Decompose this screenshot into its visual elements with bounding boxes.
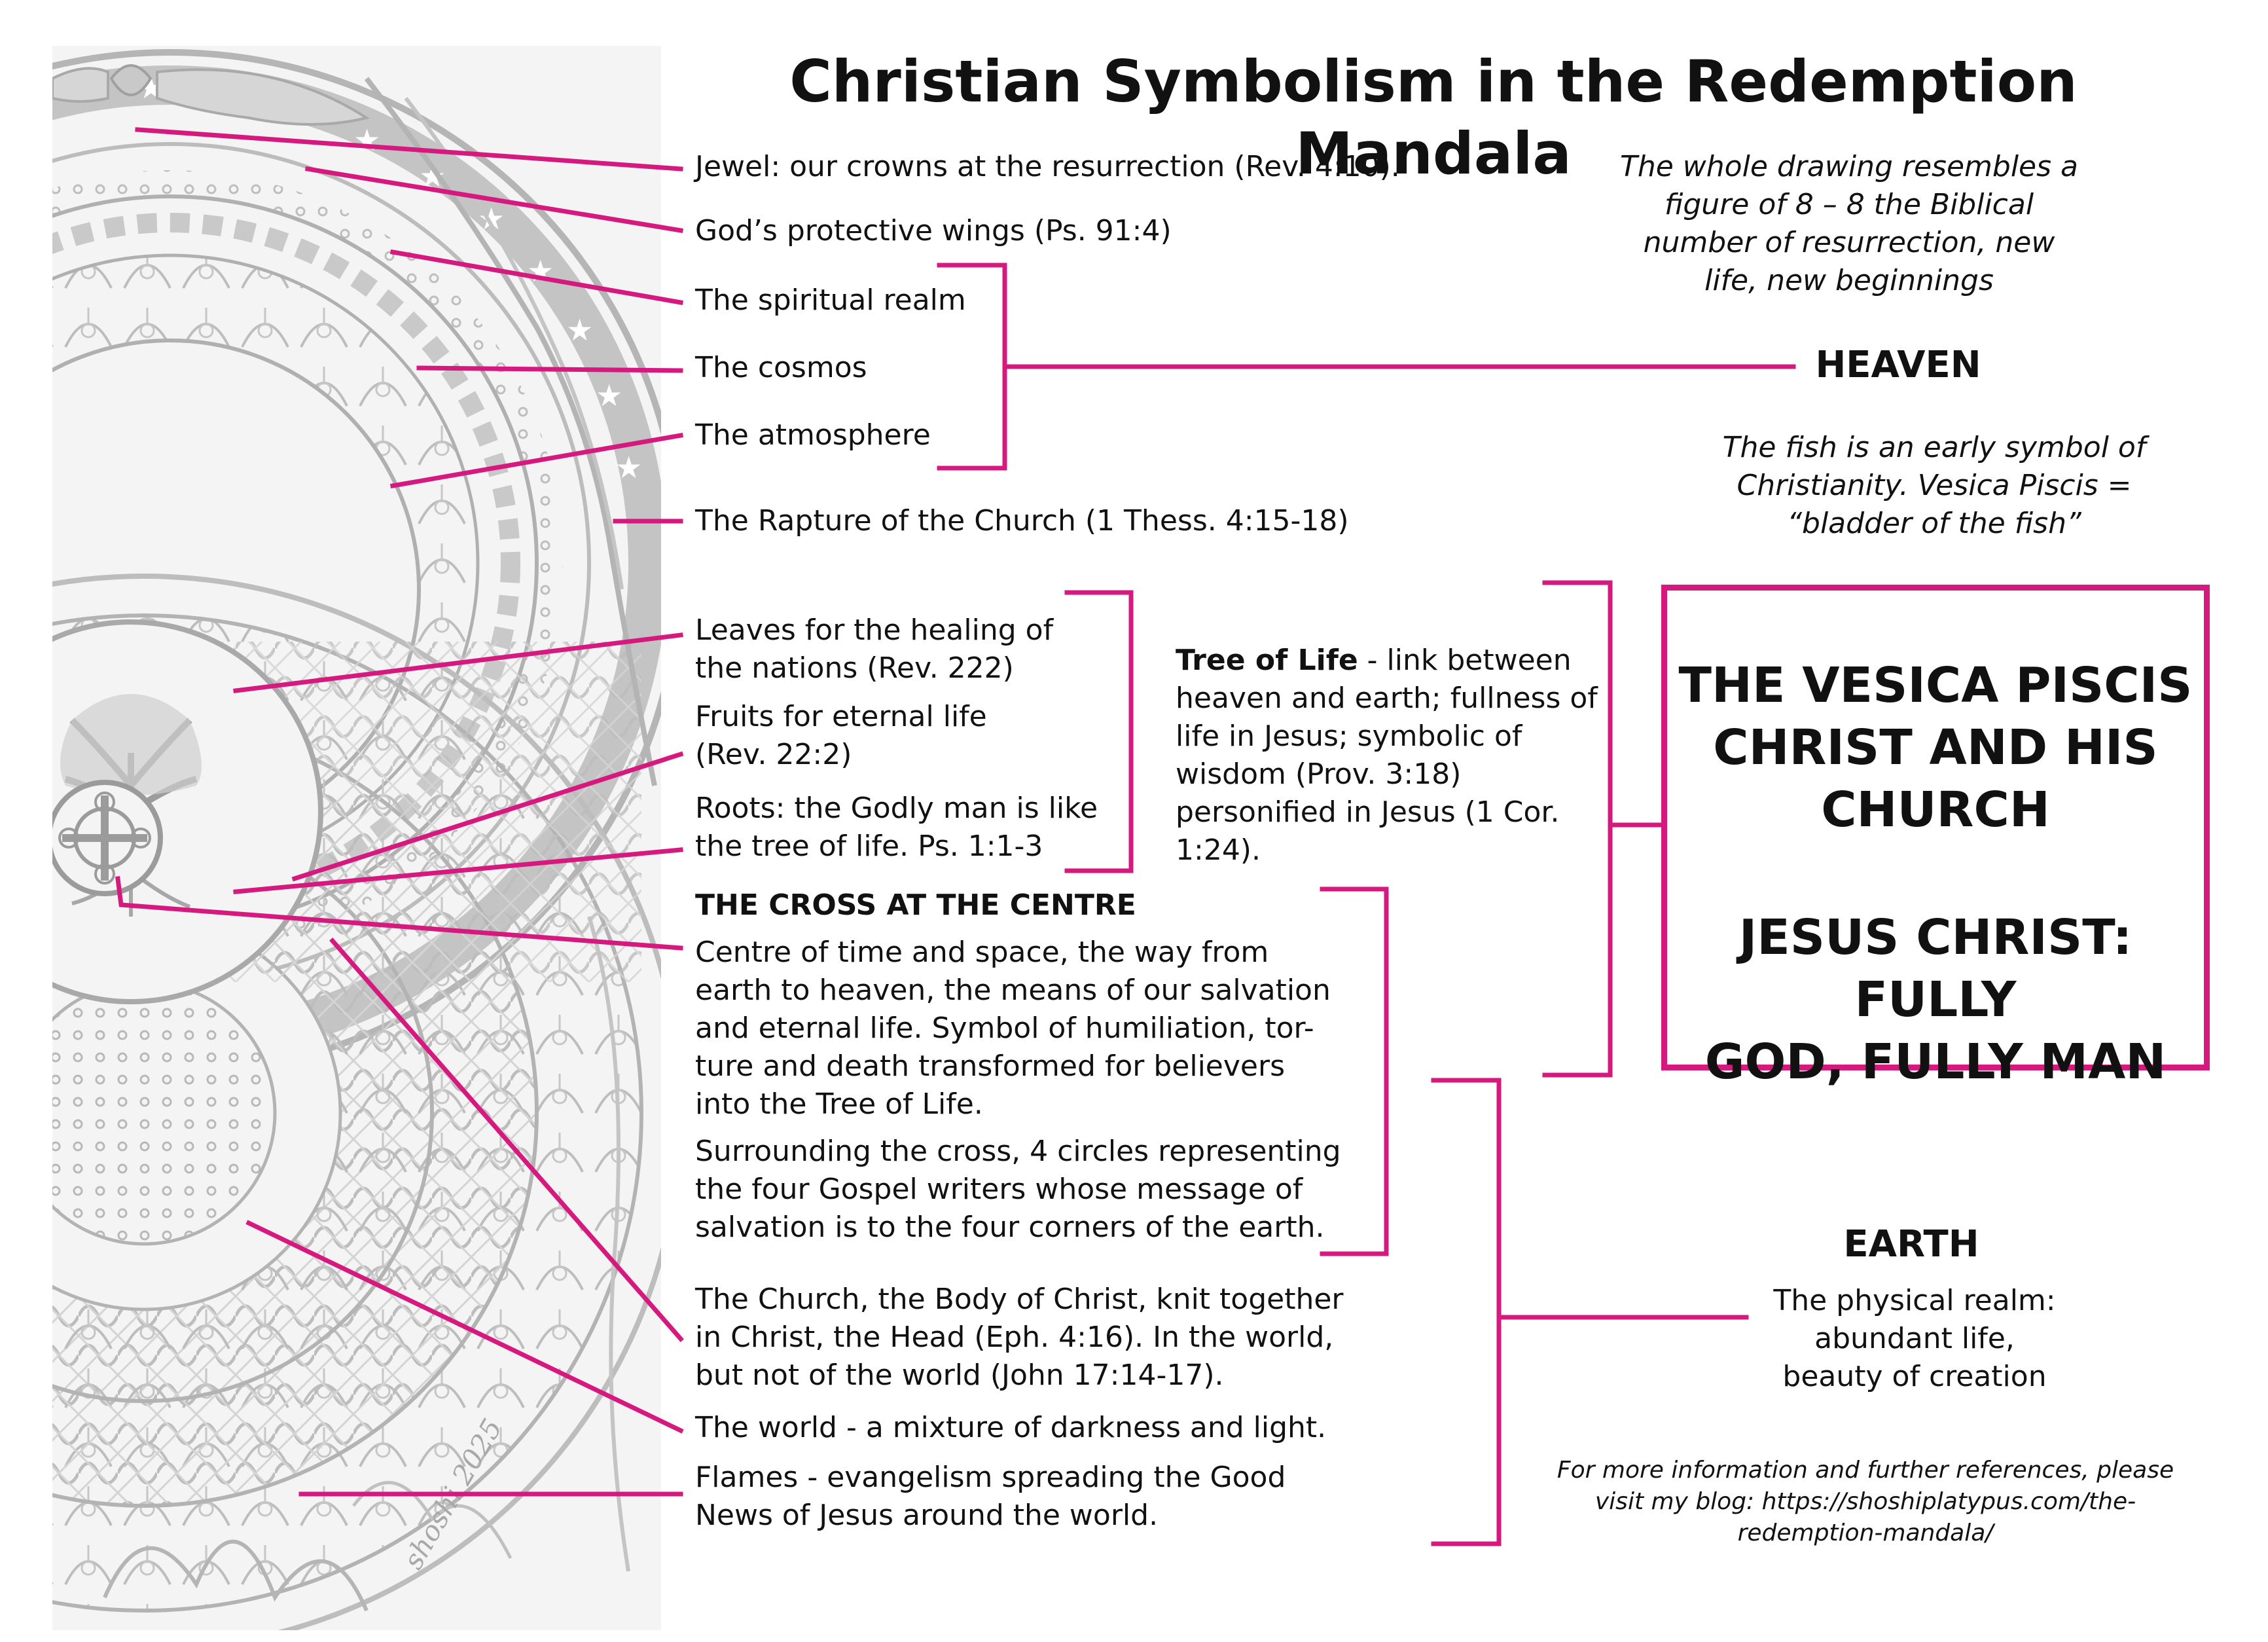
label-spiritual-realm: The spiritual realm <box>695 283 966 317</box>
line-cosmos <box>416 365 683 373</box>
label-rapture: The Rapture of the Church (1 Thess. 4:15… <box>695 504 1349 538</box>
line-world <box>245 1220 684 1434</box>
label-atmosphere: The atmosphere <box>695 418 931 452</box>
label-flames: Flames - evangelism spreading the Good N… <box>695 1461 1286 1532</box>
cross-heading: THE CROSS AT THE CENTRE <box>695 888 1136 922</box>
tree-of-life-title: Tree of Life <box>1176 644 1358 677</box>
line-atmosphere <box>389 432 684 489</box>
leader-lines <box>115 127 1796 1546</box>
wing-shape <box>156 68 370 126</box>
vesica-box-subheading: JESUS CHRIST: FULLY GOD, FULLY MAN <box>1704 909 2167 1090</box>
svg-text:★: ★ <box>527 253 554 289</box>
fish-note: The fish is an early symbol of Christian… <box>1722 431 2146 540</box>
label-roots: Roots: the Godly man is like the tree of… <box>695 792 1098 863</box>
blog-note: For more information and further referen… <box>1557 1457 2174 1546</box>
line-spiritual <box>389 249 684 306</box>
tree-of-life-text: - link between heaven and earth; fullnes… <box>1176 644 1598 867</box>
label-four-circles: Surrounding the cross, 4 circles represe… <box>695 1135 1341 1244</box>
svg-text:★: ★ <box>615 450 642 485</box>
jewel-shape <box>109 64 153 96</box>
earth-bracket <box>1431 1078 1502 1546</box>
earth-heading: EARTH <box>1843 1223 1979 1266</box>
heaven-heading: HEAVEN <box>1815 344 1981 386</box>
figure8-note: The whole drawing resembles a figure of … <box>1619 150 2078 297</box>
label-tree-of-life: Tree of Life - link between heaven and e… <box>1176 642 1608 869</box>
vesica-bracket <box>1542 580 1613 1078</box>
label-church: The Church, the Body of Christ, knit tog… <box>695 1283 1344 1392</box>
svg-text:★: ★ <box>596 378 622 413</box>
label-jewel: Jewel: our crowns at the resurrection (R… <box>695 150 1400 183</box>
page-title: Christian Symbolism in the Redemption Ma… <box>789 48 2078 187</box>
vesica-piscis-box <box>1661 585 2210 1070</box>
line-church <box>329 938 684 1342</box>
tree-bracket <box>1064 590 1134 873</box>
label-leaves: Leaves for the healing of the nations (R… <box>695 613 1054 685</box>
label-world: The world - a mixture of darkness and li… <box>695 1411 1327 1444</box>
label-cross-text: Centre of time and space, the way from e… <box>695 936 1331 1121</box>
line-cross <box>115 876 683 951</box>
cross-with-four-circles <box>52 780 163 896</box>
label-cosmos: The cosmos <box>695 351 867 384</box>
label-fruits: Fruits for eternal life (Rev. 22:2) <box>695 700 987 771</box>
flames-shape <box>103 1539 369 1612</box>
svg-text:★: ★ <box>353 122 380 158</box>
line-jewel <box>135 127 683 172</box>
label-wings: God’s protective wings (Ps. 91:4) <box>695 214 1172 247</box>
vesica-box-heading: THE VESICA PISCIS CHRIST AND HIS CHURCH <box>1678 657 2193 838</box>
line-roots <box>233 847 683 894</box>
line-leaves <box>233 632 683 693</box>
line-fruits <box>291 751 684 882</box>
line-wings <box>304 166 684 234</box>
svg-text:★: ★ <box>566 312 593 348</box>
cross-bracket <box>1320 886 1389 1256</box>
tree-canopy <box>60 694 202 795</box>
earth-text: The physical realm: abundant life, beaut… <box>1773 1284 2056 1393</box>
